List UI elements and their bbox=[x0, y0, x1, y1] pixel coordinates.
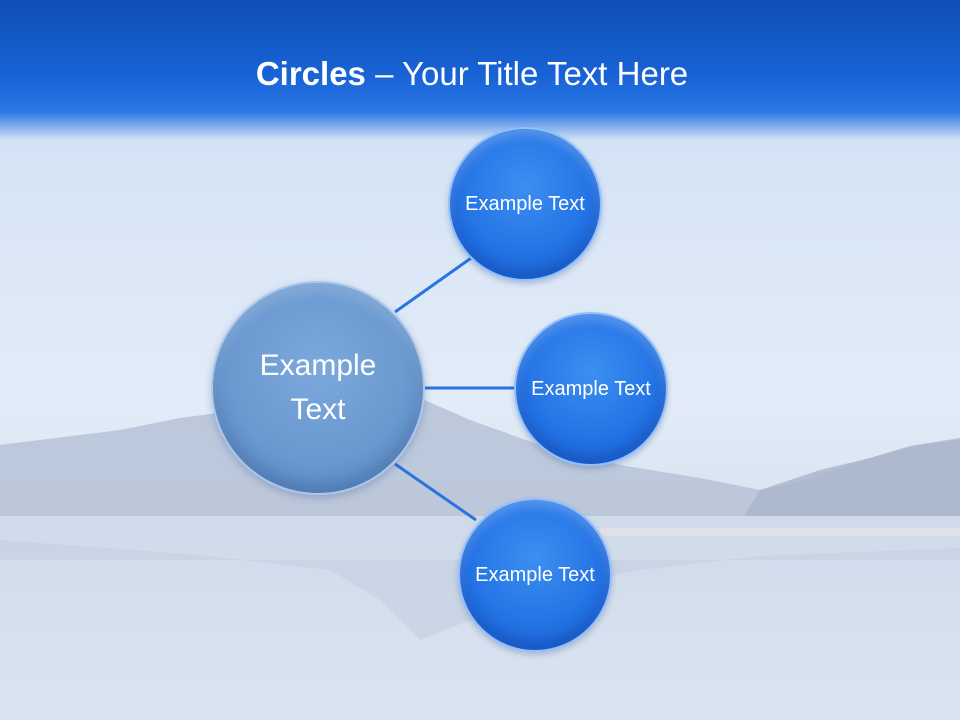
node-circle-bottom[interactable]: Example Text bbox=[458, 498, 612, 652]
center-circle-label: Example Text bbox=[259, 349, 377, 426]
node-circle-middle[interactable]: Example Text bbox=[514, 312, 668, 466]
shoreline-light bbox=[600, 528, 960, 536]
connector-line-bottom bbox=[394, 462, 477, 522]
node-circle-label: Example Text bbox=[475, 564, 595, 586]
node-circle-top[interactable]: Example Text bbox=[448, 127, 602, 281]
mountain-ridge-right bbox=[740, 438, 960, 522]
connector-line-top bbox=[394, 254, 475, 314]
header-band bbox=[0, 0, 960, 140]
node-circle-label: Example Text bbox=[465, 193, 585, 215]
title-bold-part: Circles bbox=[255, 55, 366, 92]
center-circle[interactable]: Example Text bbox=[211, 281, 425, 495]
title-rest-part: – Your Title Text Here bbox=[365, 55, 689, 92]
slide-title: Circles – Your Title Text Here bbox=[0, 54, 944, 94]
node-circle-label: Example Text bbox=[531, 378, 651, 400]
